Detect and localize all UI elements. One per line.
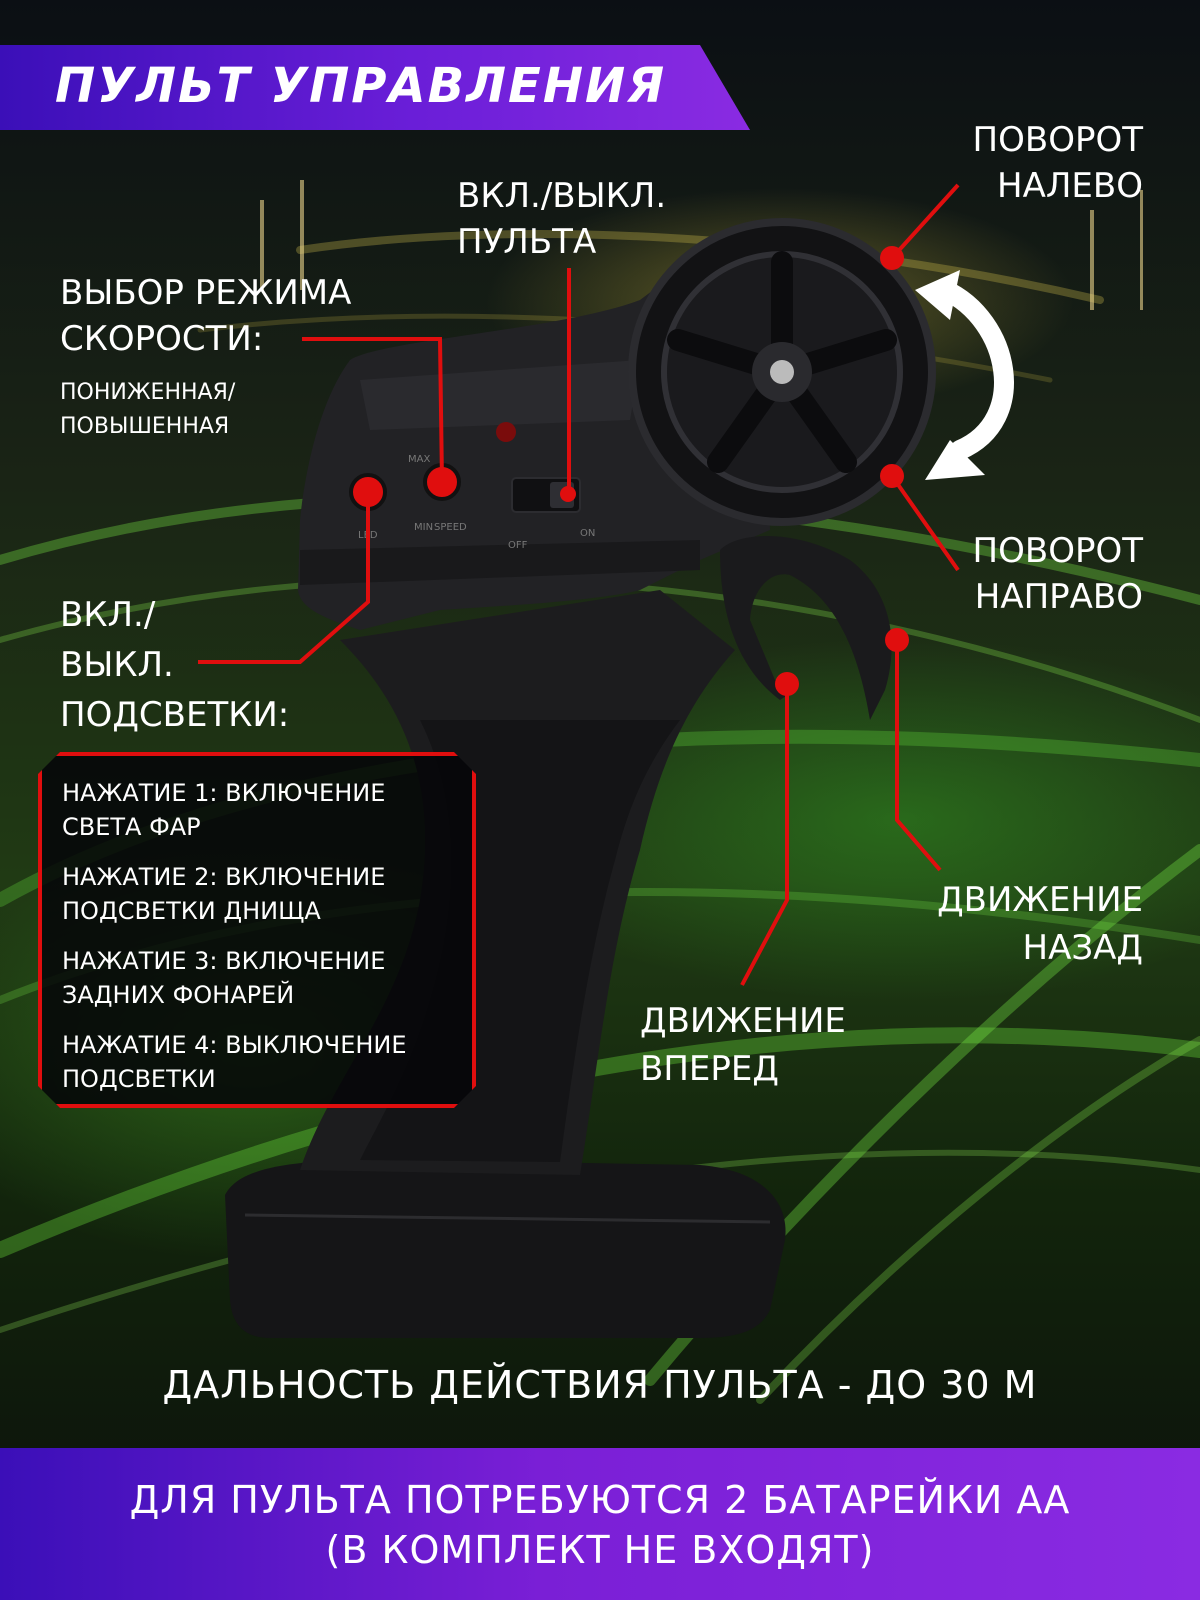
speed-marking: SPEED [434,522,467,533]
backward-label: ДВИЖЕНИЕ НАЗАД [880,876,1143,972]
lights-label: ВКЛ./ ВЫКЛ. ПОДСВЕТКИ: [60,590,289,740]
forward-label-line2: ВПЕРЕД [640,1049,779,1089]
speed-mode-option-high: ПОВЫШЕННАЯ [60,414,230,439]
backward-label-line1: ДВИЖЕНИЕ [937,880,1143,920]
footer-line-batteries: ДЛЯ ПУЛЬТА ПОТРЕБУЮТСЯ 2 БАТАРЕЙКИ АА [129,1478,1071,1522]
backward-label-line2: НАЗАД [1022,928,1143,968]
turn-right-label-line1: ПОВОРОТ [972,531,1143,571]
page-title: ПУЛЬТ УПРАВЛЕНИЯ [55,58,667,114]
footer-banner: ДЛЯ ПУЛЬТА ПОТРЕБУЮТСЯ 2 БАТАРЕЙКИ АА (В… [0,1448,1200,1600]
speed-mode-label: ВЫБОР РЕЖИМА СКОРОСТИ: [60,270,351,362]
lights-label-line3: ПОДСВЕТКИ: [60,695,290,735]
footer-line-not-included: (В КОМПЛЕКТ НЕ ВХОДЯТ) [325,1528,875,1572]
forward-label: ДВИЖЕНИЕ ВПЕРЕД [640,997,846,1093]
turn-right-label-line2: НАПРАВО [974,577,1143,617]
lights-label-line1: ВКЛ./ [60,595,156,635]
max-marking: MAX [408,454,430,465]
speed-mode-label-line1: ВЫБОР РЕЖИМА [60,273,352,313]
press-mode-3: НАЖАТИЕ 3: ВКЛЮЧЕНИЕ ЗАДНИХ ФОНАРЕЙ [62,947,386,1009]
turn-right-label: ПОВОРОТ НАПРАВО [900,528,1143,620]
min-marking: MIN [414,522,433,533]
press-mode-4: НАЖАТИЕ 4: ВЫКЛЮЧЕНИЕ ПОДСВЕТКИ [62,1031,407,1093]
lights-press-modes: НАЖАТИЕ 1: ВКЛЮЧЕНИЕ СВЕТА ФАР НАЖАТИЕ 2… [38,752,476,1108]
off-marking: OFF [508,540,528,551]
press-mode-2: НАЖАТИЕ 2: ВКЛЮЧЕНИЕ ПОДСВЕТКИ ДНИЩА [62,863,386,925]
forward-label-line1: ДВИЖЕНИЕ [640,1001,846,1041]
on-marking: ON [580,528,595,539]
power-label-line1: ВКЛ./ВЫКЛ. [457,176,667,216]
turn-left-label-line2: НАЛЕВО [997,166,1143,206]
speed-mode-option-low: ПОНИЖЕННАЯ/ [60,380,236,405]
speed-mode-options: ПОНИЖЕННАЯ/ ПОВЫШЕННАЯ [60,376,235,444]
press-mode-1: НАЖАТИЕ 1: ВКЛЮЧЕНИЕ СВЕТА ФАР [62,779,386,841]
speed-mode-label-line2: СКОРОСТИ: [60,319,264,359]
range-text: ДАЛЬНОСТЬ ДЕЙСТВИЯ ПУЛЬТА - ДО 30 М [162,1363,1038,1407]
power-label: ВКЛ./ВЫКЛ. ПУЛЬТА [457,173,666,265]
power-label-line2: ПУЛЬТА [457,222,597,262]
header-banner [0,45,750,130]
lights-label-line2: ВЫКЛ. [60,645,174,685]
turn-left-label-line1: ПОВОРОТ [972,120,1143,160]
turn-left-label: ПОВОРОТ НАЛЕВО [900,117,1143,209]
